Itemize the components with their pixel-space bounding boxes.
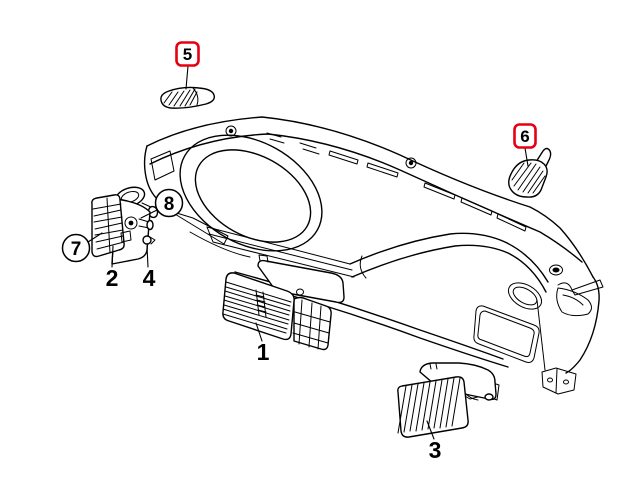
right-vent-louvers xyxy=(397,377,461,434)
callout-1-leader xyxy=(255,322,263,342)
callout-1-label[interactable]: 1 xyxy=(257,339,270,365)
callout-6-highlighted[interactable]: 6 xyxy=(513,123,537,167)
callout-8-label[interactable]: 8 xyxy=(164,194,175,215)
center-vent-side-grille xyxy=(293,296,332,351)
callout-8-circle[interactable] xyxy=(154,188,184,218)
side-vent-aperture-rect xyxy=(473,305,540,363)
trim-strip xyxy=(206,226,367,279)
callout-7-circled[interactable]: 7 xyxy=(61,232,103,263)
dash-left-panel xyxy=(150,150,175,181)
right-vent-face xyxy=(397,376,469,438)
callout-7-circle[interactable] xyxy=(61,233,91,263)
vent-knob xyxy=(124,216,138,230)
callout-2[interactable]: 2 xyxy=(106,245,119,291)
callout-4-leader xyxy=(146,245,149,268)
callout-6-label[interactable]: 6 xyxy=(520,127,529,146)
dash-top-edge xyxy=(146,116,594,278)
column-cover xyxy=(169,210,229,245)
mounting-bracket-right xyxy=(541,367,577,395)
part-3-right-side-vent xyxy=(397,362,497,438)
callout-7-label[interactable]: 7 xyxy=(71,239,82,260)
grommet xyxy=(549,264,563,276)
part-2-left-side-vent xyxy=(91,186,159,265)
dashboard-drawing xyxy=(143,116,604,401)
grille-hatching xyxy=(163,88,198,107)
callout-3[interactable]: 3 xyxy=(426,420,442,463)
vent-label-plate xyxy=(120,230,132,243)
callout-2-label[interactable]: 2 xyxy=(106,265,119,291)
dash-left-edge xyxy=(143,145,177,214)
callout-2-leader xyxy=(111,245,114,268)
center-vent-louvers xyxy=(222,281,292,334)
callout-5-leader xyxy=(185,65,189,90)
screw-right xyxy=(405,157,417,169)
vent-pin xyxy=(138,218,154,231)
center-vent-thumbwheel xyxy=(255,289,267,318)
hood-brow xyxy=(189,231,251,258)
dash-sweep-lower xyxy=(351,244,547,293)
callout-8-leader xyxy=(140,209,158,219)
dash-right-edge xyxy=(565,276,600,374)
dash-top-band-line xyxy=(149,133,583,263)
callout-5-highlighted[interactable]: 5 xyxy=(175,41,200,90)
vent-louvers xyxy=(92,197,125,254)
callout-6-leader xyxy=(524,147,529,167)
dash-end-cap xyxy=(556,279,604,317)
callouts: 1 2 3 4 5 6 xyxy=(61,41,537,463)
defroster-slots xyxy=(266,132,527,232)
side-grille-grid xyxy=(292,299,331,350)
callout-1[interactable]: 1 xyxy=(255,322,270,365)
side-vent-aperture-oval xyxy=(507,282,543,310)
callout-6-box[interactable] xyxy=(513,123,537,149)
part-1-center-vent xyxy=(222,254,345,351)
callout-5-label[interactable]: 5 xyxy=(183,45,192,64)
grille-hatching xyxy=(511,162,546,194)
callout-8-circled[interactable]: 8 xyxy=(140,188,184,219)
part-5-defroster-grille-left xyxy=(160,86,216,109)
callout-5-box[interactable] xyxy=(175,41,200,67)
part-4-clip xyxy=(142,235,156,245)
dash-right-face-line xyxy=(536,299,546,371)
callout-3-label[interactable]: 3 xyxy=(429,437,442,463)
screw-left xyxy=(225,125,237,137)
dash-sweep-upper xyxy=(349,232,549,283)
callout-4[interactable]: 4 xyxy=(143,245,156,291)
callout-3-leader xyxy=(426,420,435,440)
cluster-hood-inner xyxy=(194,149,312,243)
center-vent-duct xyxy=(257,259,345,304)
part-6-defroster-grille-right xyxy=(508,147,552,198)
cluster-hood-outer xyxy=(179,134,323,252)
callout-7-leader xyxy=(87,232,103,243)
callout-4-label[interactable]: 4 xyxy=(143,265,156,291)
